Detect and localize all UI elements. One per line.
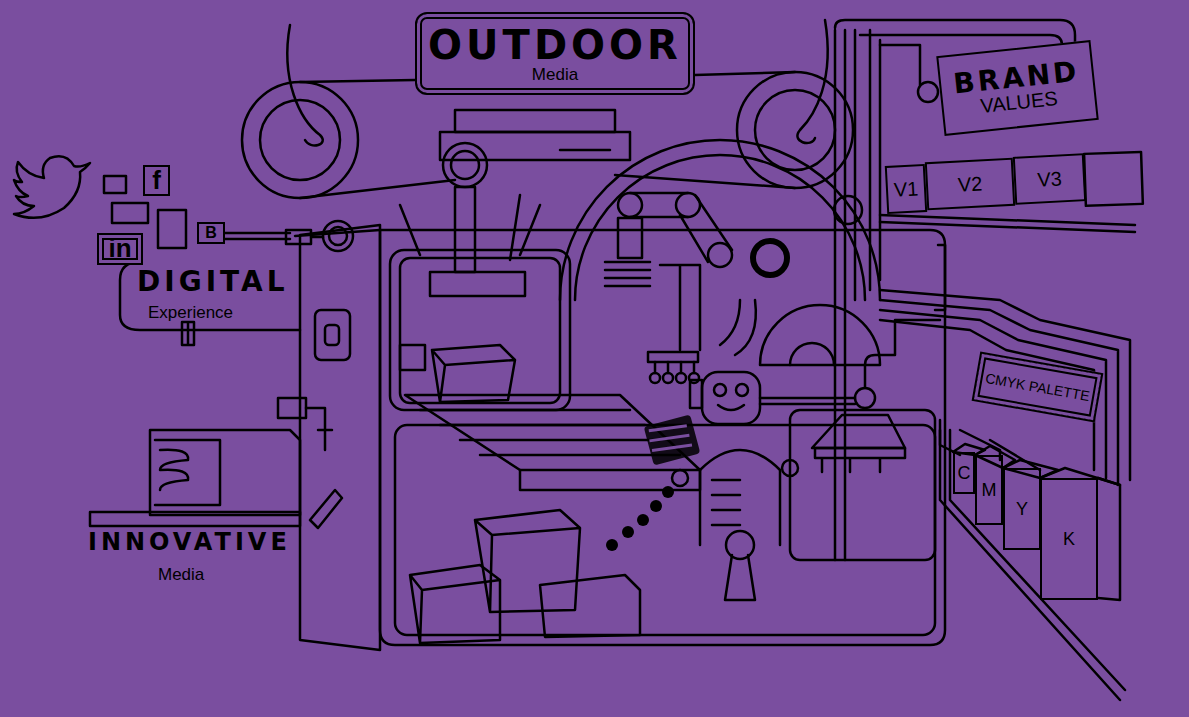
- value-box: V1: [885, 164, 927, 214]
- social-icon: f: [152, 167, 161, 194]
- palette-sign: CMYK PALETTE: [984, 371, 1090, 404]
- social-icon: B: [205, 225, 217, 242]
- section-title: INNOVATIVE: [88, 530, 291, 554]
- value-box: V2: [925, 158, 1015, 211]
- ink-box: Y: [1003, 468, 1041, 550]
- section-subtitle: Media: [158, 566, 204, 583]
- value-box: V3: [1013, 153, 1086, 205]
- sign-box: BRANDVALUES: [936, 40, 1099, 136]
- ink-box: M: [975, 455, 1003, 525]
- icon-box: B: [197, 222, 225, 244]
- section-title: DIGITAL: [137, 268, 289, 296]
- color-label: M: [982, 481, 997, 500]
- value-label: V1: [893, 178, 919, 200]
- ink-box: K: [1040, 478, 1098, 600]
- color-label: Y: [1016, 500, 1028, 519]
- social-icon: in: [108, 235, 131, 262]
- sign-subtitle: Media: [532, 66, 578, 84]
- color-label: K: [1063, 530, 1075, 549]
- value-label: V3: [1037, 168, 1063, 190]
- sign-title: OUTDOOR: [428, 24, 682, 66]
- palette-sign-box: CMYK PALETTE: [972, 352, 1104, 423]
- color-label: C: [958, 464, 971, 483]
- section-subtitle: Experience: [148, 304, 233, 321]
- icon-box: in: [97, 233, 143, 265]
- value-label: V2: [957, 173, 983, 195]
- icon-box: f: [143, 165, 170, 196]
- ink-box: C: [953, 452, 975, 494]
- sign-box: OUTDOORMedia: [415, 12, 695, 95]
